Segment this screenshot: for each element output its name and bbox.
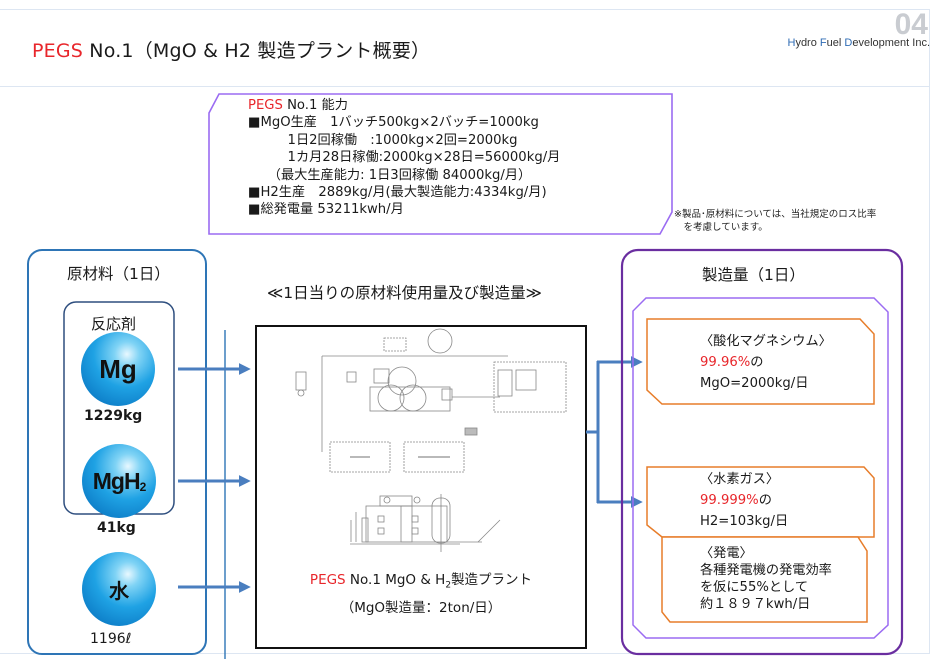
mgo-value: MgO=2000kg/日 [700, 376, 809, 391]
loss-ratio-note: ※製品･原材料については、当社規定のロス比率 を考慮しています。 [674, 209, 877, 233]
mg-amount: 1229kg [84, 408, 143, 424]
plant-box [255, 325, 587, 649]
page-title: PEGS No.1（MgO & H2 製造プラント概要） [32, 36, 430, 63]
reagent-label: 反応剤 [91, 315, 137, 333]
mg-ball-icon: Mg [81, 332, 155, 406]
capacity-line: 1日2回稼働 :1000kg×2回=2000kg [248, 132, 518, 148]
production-inner-box [632, 297, 889, 639]
power-detail: 各種発電機の発電効率 を仮に55%として 約１８９７kwh/日 [700, 563, 832, 612]
raw-materials-box [27, 249, 207, 655]
mgo-output: 〈酸化マグネシウム〉 99.96%の MgO=2000kg/日 [700, 334, 832, 391]
slide-frame [0, 9, 930, 654]
company-name: Hydro Fuel Development Inc. [787, 37, 930, 49]
plant-layout-drawing [295, 328, 567, 473]
mgh2-amount: 41kg [97, 520, 136, 536]
h2-purity: 99.999% [700, 493, 759, 508]
production-heading: 製造量（1日） [702, 266, 805, 284]
plant-elevation-drawing [350, 494, 501, 552]
water-amount: 1196ℓ [90, 631, 132, 647]
title-text: No.1（MgO & H2 製造プラント概要） [83, 40, 431, 62]
h2-value: H2=103kg/日 [700, 514, 789, 529]
capacity-line: ■MgO生産 1バッチ500kg×2バッチ=1000kg [248, 115, 539, 131]
water-ball-icon: 水 [82, 552, 156, 626]
capacity-text: PEGS No.1 能力 ■MgO生産 1バッチ500kg×2バッチ=1000k… [248, 98, 561, 218]
title-prefix: PEGS [32, 40, 84, 62]
raw-materials-heading: 原材料（1日） [67, 265, 170, 283]
plant-capacity: （MgO製造量：2ton/日） [340, 600, 502, 616]
page-number: 04 [894, 8, 928, 41]
capacity-line: （最大生産能力: 1日3回稼働 84000kg/月） [248, 167, 532, 183]
power-box [661, 536, 868, 623]
capacity-line: ■総発電量 53211kwh/月 [248, 202, 404, 218]
plant-caption: PEGS No.1 MgO & H2製造プラント [309, 572, 533, 591]
production-box [620, 248, 904, 656]
h2-box [646, 466, 875, 538]
mgh2-ball-icon: MgH2 [82, 444, 156, 518]
center-heading: ≪1日当りの原材料使用量及び製造量≫ [267, 284, 542, 302]
capacity-box [208, 93, 673, 235]
capacity-line: 1カ月28日稼働:2000kg×28日=56000kg/月 [248, 150, 561, 166]
h2-output: 〈水素ガス〉 99.999%の H2=103kg/日 [700, 472, 789, 529]
capacity-line: ■H2生産 2889kg/月(最大製造能力:4334kg/月) [248, 185, 547, 201]
header-divider [0, 86, 930, 87]
power-output: 〈発電〉 各種発電機の発電効率 を仮に55%として 約１８９７kwh/日 [700, 546, 832, 612]
mgo-box [646, 318, 875, 405]
mgo-purity: 99.96% [700, 355, 751, 370]
